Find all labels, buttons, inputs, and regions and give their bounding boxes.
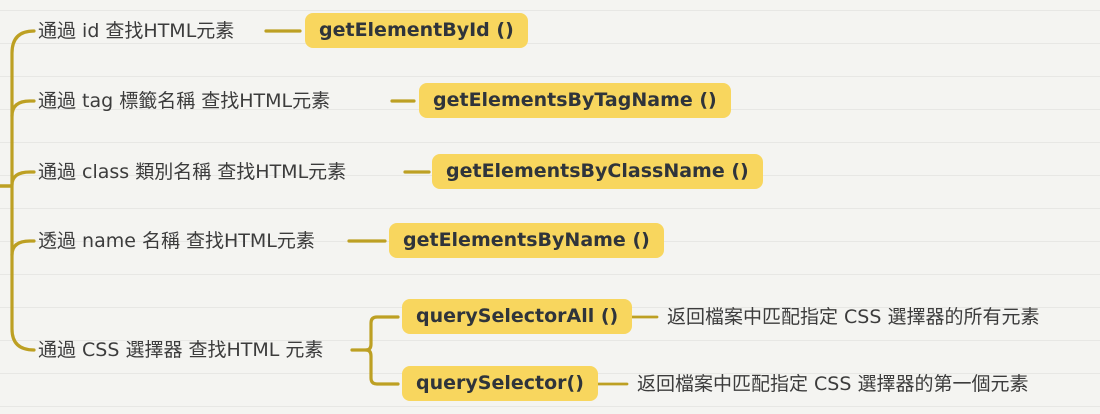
method-node-getelementsbytagname[interactable]: getElementsByTagName ()	[419, 83, 731, 118]
description-queryselectorall[interactable]: 返回檔案中匹配指定 CSS 選擇器的所有元素	[667, 306, 1040, 328]
branch-label-id[interactable]: 通過 id 查找HTML元素	[38, 20, 235, 42]
method-node-queryselectorall[interactable]: querySelectorAll ()	[402, 299, 633, 334]
branch5-fork-top	[350, 315, 400, 352]
branch2-hook	[10, 99, 36, 118]
method-node-queryselector[interactable]: querySelector()	[402, 366, 598, 401]
branch-label-tag[interactable]: 通過 tag 標籤名稱 查找HTML元素	[38, 90, 331, 112]
branch-label-name[interactable]: 透過 name 名稱 查找HTML元素	[38, 230, 315, 252]
branch4-hook	[10, 239, 36, 257]
branch5-fork-bottom	[364, 348, 400, 386]
branch3-hook	[10, 170, 36, 187]
branch-label-class[interactable]: 通過 class 類別名稱 查找HTML元素	[38, 161, 347, 183]
trunk-connector	[10, 29, 36, 352]
branch-label-css-selector[interactable]: 通過 CSS 選擇器 查找HTML 元素	[38, 339, 324, 361]
method-node-getelementsbyclassname[interactable]: getElementsByClassName ()	[432, 154, 763, 189]
method-node-getelementbyid[interactable]: getElementById ()	[305, 13, 528, 48]
description-queryselector[interactable]: 返回檔案中匹配指定 CSS 選擇器的第一個元素	[637, 373, 1029, 395]
method-node-getelementsbyname[interactable]: getElementsByName ()	[389, 223, 664, 258]
